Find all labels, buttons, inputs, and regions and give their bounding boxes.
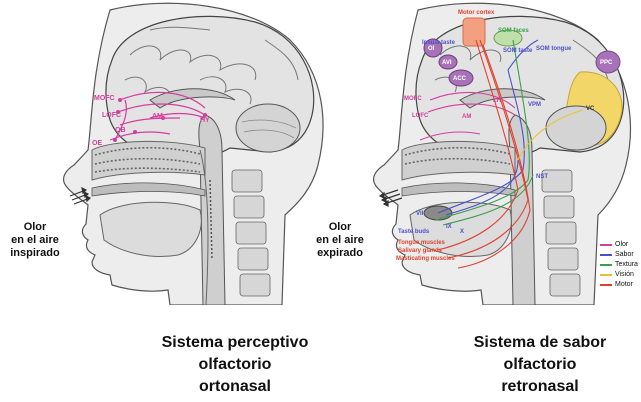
label-lofc-right: LOFC	[412, 113, 429, 119]
label-lofc: LOFC	[102, 112, 121, 119]
label-mofc: MOFC	[94, 95, 115, 102]
label-taste-buds: Taste buds	[398, 229, 430, 235]
left-side-label-line2: en el aire	[2, 234, 68, 247]
label-acc: ACC	[453, 76, 467, 82]
legend-label-textura: Textura	[615, 260, 638, 270]
legend-swatch-olor	[600, 244, 612, 246]
legend-swatch-motor	[600, 284, 612, 286]
right-side-label: Olor en el aire expirado	[305, 221, 375, 260]
label-ob: OB	[115, 127, 126, 134]
caption-left-line1: Sistema perceptivo	[140, 332, 330, 354]
label-ppc: PPC	[600, 60, 613, 66]
caption-right-line1: Sistema de sabor	[440, 332, 640, 354]
label-salivary-glands: Salivary glands	[398, 248, 443, 254]
label-som-faces: SOM faces	[498, 28, 529, 34]
left-side-label-line1: Olor	[2, 221, 68, 234]
label-nst: NST	[536, 174, 548, 180]
left-side-label-line3: inspirado	[2, 247, 68, 260]
label-tongue-muscles: Tongue muscles	[398, 240, 446, 246]
caption-left-line3: ortonasal	[140, 376, 330, 398]
cerebellum	[236, 104, 300, 152]
legend-swatch-textura	[600, 264, 612, 266]
label-am: AM	[152, 113, 163, 120]
label-am-right: AM	[462, 114, 471, 120]
legend-label-motor: Motor	[615, 280, 633, 290]
legend-swatch-sabor	[600, 254, 612, 256]
brainstem	[199, 115, 225, 305]
caption-retronasal: Sistema de sabor olfactorio retronasal	[440, 332, 640, 398]
caption-right-line2: olfactorio	[440, 354, 640, 376]
legend-item-vision: Visión	[600, 270, 641, 280]
legend-swatch-vision	[600, 274, 612, 276]
label-mofc-right: MOFC	[404, 96, 422, 102]
label-ix: IX	[446, 224, 452, 230]
right-side-label-line3: expirado	[305, 247, 375, 260]
label-motor-cortex: Motor cortex	[458, 10, 495, 16]
caption-orthonasal: Sistema perceptivo olfactorio ortonasal	[140, 332, 330, 398]
label-x: X	[460, 229, 464, 235]
label-masticating-muscles: Masticating muscles	[396, 256, 455, 262]
label-som-tongue: SOM tongue	[536, 46, 572, 52]
label-vii: VII	[416, 211, 424, 217]
legend-item-sabor: Sabor	[600, 250, 641, 260]
label-oe: OE	[92, 140, 102, 147]
label-oi: OI	[428, 46, 435, 52]
right-side-label-line2: en el aire	[305, 234, 375, 247]
left-side-label: Olor en el aire inspirado	[2, 221, 68, 260]
legend-item-olor: Olor	[600, 240, 641, 250]
label-lh: LH	[493, 98, 501, 104]
legend-item-motor: Motor	[600, 280, 641, 290]
pathway-legend: Olor Sabor Textura Visión Motor	[600, 240, 641, 290]
right-side-label-line1: Olor	[305, 221, 375, 234]
legend-label-olor: Olor	[615, 240, 628, 250]
label-hy: HY	[200, 117, 210, 124]
legend-label-vision: Visión	[615, 270, 634, 280]
caption-left-line2: olfactorio	[140, 354, 330, 376]
label-avi: AVI	[442, 60, 452, 66]
brainstem-right	[509, 115, 535, 305]
label-vc: VC	[586, 106, 595, 112]
legend-item-textura: Textura	[600, 260, 641, 270]
label-som-taste: SOM taste	[503, 48, 533, 54]
motor-cortex-region	[463, 18, 485, 46]
caption-right-line3: retronasal	[440, 376, 640, 398]
legend-label-sabor: Sabor	[615, 250, 634, 260]
label-vpm: VPM	[528, 102, 541, 108]
